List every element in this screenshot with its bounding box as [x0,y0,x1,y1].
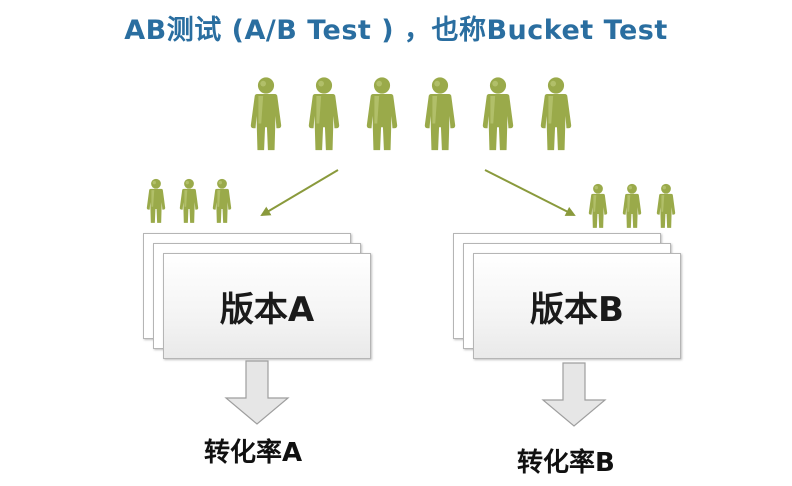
version-b-label: 版本B [530,289,624,330]
diagram-title: AB测试 (A/B Test ) ，也称Bucket Test [124,15,668,46]
top-person-icon [479,76,517,156]
version-a-card: 版本A [163,253,371,359]
down-arrow-a [224,360,290,425]
group-a-person-icon [144,178,168,228]
conversion-rate-a-label: 转化率A [204,438,303,468]
group-b-person-icon [654,183,678,233]
arrow-to-version-b [484,169,576,216]
top-person-icon [305,76,343,156]
top-person-icon [421,76,459,156]
down-arrow-b [541,362,607,427]
group-a-person-icon [177,178,201,228]
top-person-icon [537,76,575,156]
top-person-icon [363,76,401,156]
top-person-icon [247,76,285,156]
group-a-person-icon [210,178,234,228]
version-a-label: 版本A [219,289,315,330]
arrow-to-version-a [260,169,339,217]
conversion-rate-b-label: 转化率B [517,448,615,478]
group-b-person-icon [620,183,644,233]
group-b-person-icon [586,183,610,233]
version-b-card: 版本B [473,253,681,359]
